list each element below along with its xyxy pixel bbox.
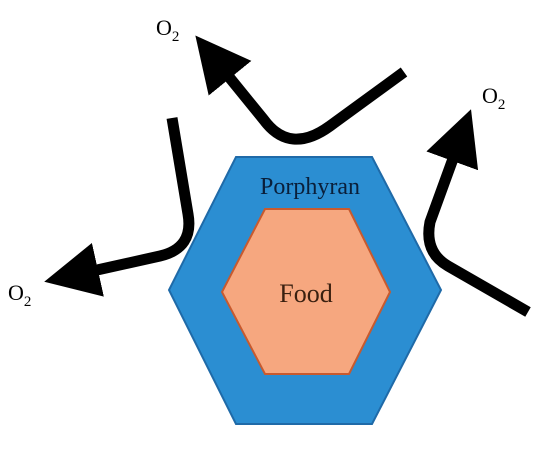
oxygen-deflection-arrow-top [195, 35, 408, 145]
oxygen-label-top: O2 [156, 15, 179, 45]
oxygen-deflection-arrow-left [44, 117, 195, 297]
oxygen-deflection-arrow-right [423, 109, 531, 317]
oxygen-label-right: O2 [482, 83, 505, 113]
food-label: Food [279, 279, 332, 308]
porphyran-label: Porphyran [260, 174, 360, 200]
food-core-hexagon [220, 208, 392, 375]
oxygen-label-left: O2 [8, 280, 31, 310]
